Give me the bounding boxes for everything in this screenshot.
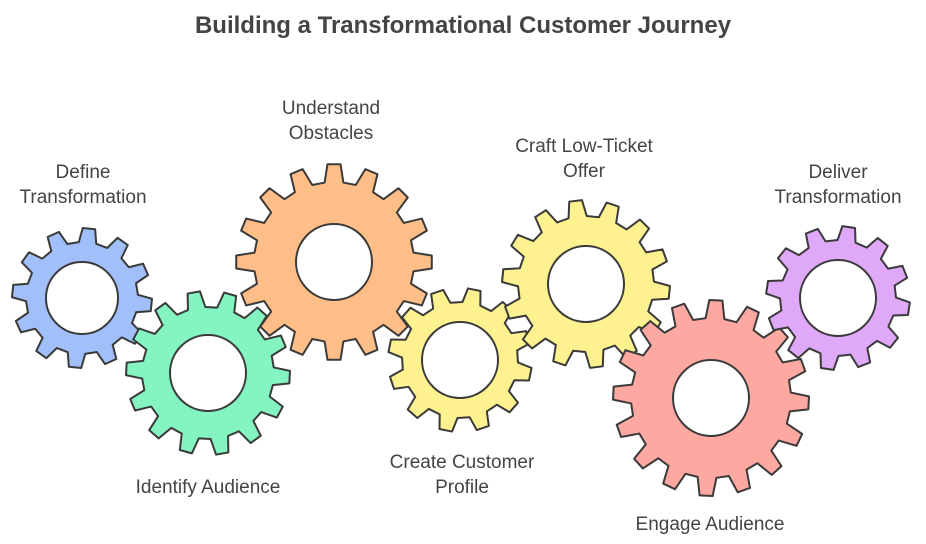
label-deliver-transformation: Deliver Transformation <box>774 162 902 208</box>
gear-identify <box>125 290 291 456</box>
gear-hole-craft <box>547 245 625 323</box>
gear-craft <box>501 199 671 369</box>
diagram-title: Building a Transformational Customer Jou… <box>194 12 732 39</box>
gear-hole-deliver <box>799 259 877 337</box>
label-engage-audience: Engage Audience <box>635 514 785 535</box>
gear-hole-define <box>45 261 119 335</box>
gear-engage <box>612 299 810 497</box>
gear-hole-create <box>421 321 499 399</box>
gear-hole-understand <box>295 223 373 301</box>
label-identify-audience: Identify Audience <box>135 477 281 498</box>
label-understand-obstacles: Understand Obstacles <box>281 98 381 144</box>
label-create-customer-profile: Create Customer Profile <box>389 452 535 498</box>
label-define-transformation: Define Transformation <box>19 162 147 208</box>
gear-define <box>11 227 153 369</box>
gear-hole-engage <box>672 359 750 437</box>
gear-hole-identify <box>169 334 247 412</box>
gear-understand <box>235 163 433 361</box>
gear-create <box>387 287 533 433</box>
gear-deliver <box>765 225 911 371</box>
label-craft-low-ticket-offer: Craft Low-Ticket Offer <box>515 136 653 182</box>
